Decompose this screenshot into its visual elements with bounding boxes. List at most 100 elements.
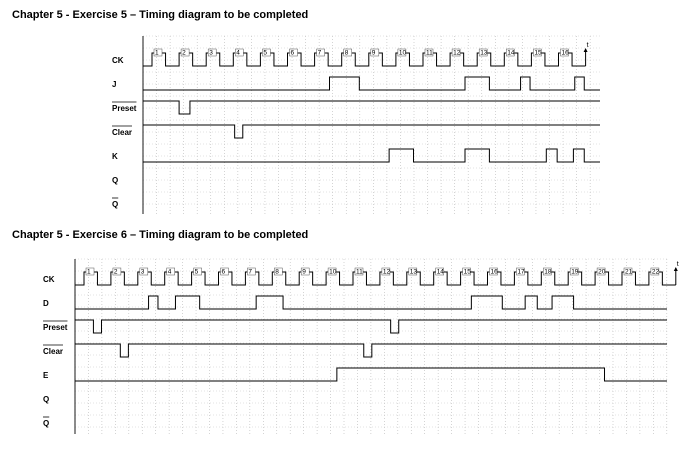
clock-pulse-number-box [435,267,444,276]
time-label: t [677,261,679,268]
clock-pulse-number-box [381,267,391,276]
clock-pulse-number: 20 [598,269,606,276]
clock-pulse-number: 16 [491,269,499,276]
signal-waveform [143,76,600,91]
signal-waveform [75,295,667,310]
clock-pulse-number: 3 [141,269,145,276]
clock-pulse-number-box [354,267,364,276]
signal-label: CK [112,56,124,65]
signal-label: E [43,371,49,380]
clock-pulse-number-box [506,48,515,57]
time-label: t [587,42,589,49]
signal-label: D [43,299,49,308]
clock-pulse-number-box [343,48,352,57]
clock-pulse-number: 2 [114,269,118,276]
clock-pulse-number-box [220,267,229,276]
clock-pulse-number-box [85,267,95,276]
signal-waveform [75,343,667,358]
clock-pulse-number: 8 [345,50,349,57]
clock-pulse-number-box [274,267,283,276]
clock-pulse-number: 3 [209,50,213,57]
exercise-6-title: Chapter 5 - Exercise 6 – Timing diagram … [12,229,309,241]
clock-pulse-number-box [543,267,552,276]
signal-label: Clear [43,347,63,356]
clock-pulse-number: 22 [652,269,660,276]
time-arrow-icon [583,48,588,52]
clock-pulse-number: 10 [329,269,337,276]
clock-pulse-number-box [424,48,434,57]
clock-pulse-number-box [478,48,488,57]
signal-label: Q [43,419,49,428]
signal-waveform [75,319,667,334]
clock-pulse-number: 5 [263,50,267,57]
clock-pulse-number: 13 [410,269,418,276]
signal-label: Preset [112,104,137,113]
clock-pulse-number-box [462,267,471,276]
clock-pulse-number-box [596,267,606,276]
clock-pulse-number: 12 [453,50,461,57]
clock-pulse-number-box [300,267,310,276]
clock-pulse-number: 10 [399,50,407,57]
clock-pulse-number-box [327,267,337,276]
clock-pulse-number-box [489,267,498,276]
clock-pulse-number: 11 [426,50,433,57]
clock-pulse-number: 16 [562,50,570,57]
clock-pulse-number-box [112,267,122,276]
clock-pulse-number-box [397,48,407,57]
exercise-5-title: Chapter 5 - Exercise 5 – Timing diagram … [12,9,309,21]
clock-pulse-number: 15 [464,269,472,276]
clock-pulse-number: 14 [437,269,445,276]
clock-pulse-number-box [650,267,660,276]
clock-pulse-number-box [153,48,163,57]
clock-pulse-number: 7 [248,269,252,276]
clock-pulse-number-box [207,48,217,57]
clock-pulse-number: 14 [507,50,515,57]
clock-pulse-number-box [533,48,542,57]
clock-pulse-number: 5 [195,269,199,276]
signal-label: K [112,152,118,161]
clock-pulse-number: 1 [87,269,91,276]
clock-pulse-number-box [451,48,461,57]
clock-pulse-number-box [139,267,149,276]
clock-pulse-number: 4 [168,269,172,276]
signal-waveform [143,148,600,163]
signal-waveform [143,124,600,139]
signal-label: Preset [43,323,68,332]
clock-pulse-number-box [166,267,175,276]
clock-pulse-number: 9 [302,269,306,276]
clock-pulse-number: 11 [356,269,363,276]
clock-pulse-number: 15 [534,50,542,57]
clock-pulse-number: 18 [544,269,552,276]
clock-pulse-number: 12 [383,269,391,276]
signal-label: Clear [112,128,132,137]
clock-pulse-number: 17 [517,269,525,276]
clock-pulse-number-box [623,267,633,276]
clock-pulse-number: 19 [571,269,579,276]
clock-pulse-number-box [569,267,579,276]
signal-label: Q [43,395,49,404]
signal-label: Q [112,200,118,209]
signal-waveform [75,367,667,382]
clock-pulse-number-box [247,267,256,276]
clock-pulse-number: 8 [275,269,279,276]
clock-pulse-number: 4 [236,50,240,57]
clock-pulse-number: 9 [372,50,376,57]
clock-pulse-number-box [262,48,271,57]
clock-pulse-number-box [370,48,380,57]
clock-pulse-number: 1 [155,50,159,57]
time-arrow-icon [673,267,678,271]
clock-pulse-number-box [560,48,569,57]
clock-pulse-number: 13 [480,50,488,57]
clock-pulse-number: 7 [318,50,322,57]
clock-pulse-number-box [180,48,190,57]
clock-pulse-number-box [289,48,298,57]
signal-waveform [143,100,600,115]
signal-label: CK [43,275,55,284]
signal-label: J [112,80,116,89]
clock-pulse-number-box [408,267,418,276]
clock-pulse-number-box [316,48,325,57]
clock-pulse-number: 21 [625,269,633,276]
clock-pulse-number: 2 [182,50,186,57]
clock-pulse-number: 6 [291,50,295,57]
